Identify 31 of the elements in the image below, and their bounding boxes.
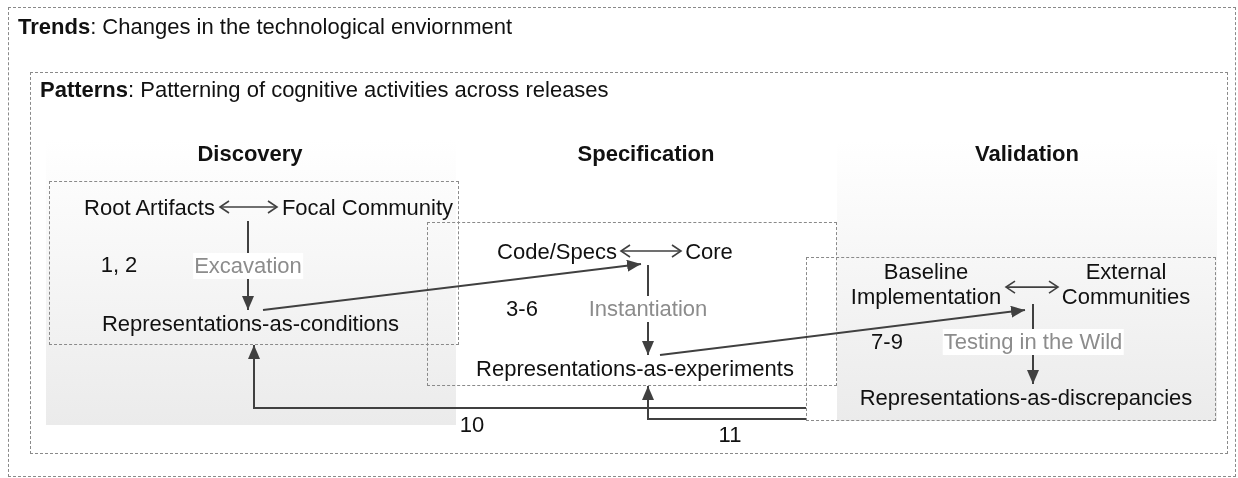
edge-label: Testing in the Wild: [942, 329, 1124, 355]
step-numbers: 1, 2: [100, 252, 138, 278]
edge-label: Instantiation: [587, 296, 709, 322]
arrow: [642, 385, 807, 420]
arrow: [219, 200, 278, 214]
frame-title: Patterns: Patterning of cognitive activities across releases: [40, 77, 609, 103]
edge-label: 11: [717, 422, 743, 448]
arrow: [248, 344, 807, 409]
edge-label: Excavation: [193, 253, 303, 279]
concept-label: Baseline Implementation: [846, 258, 1006, 310]
column-heading: Specification: [577, 141, 715, 167]
concept-label: Code/Specs: [493, 238, 621, 264]
column-heading: Discovery: [197, 141, 303, 167]
dashed-frame: [30, 72, 1228, 454]
arrow: [262, 259, 642, 311]
concept-label: Core: [681, 238, 737, 264]
dashed-frame: [8, 7, 1236, 477]
concept-label: External Communities: [1058, 258, 1194, 310]
concept-label: Representations-as-discrepancies: [854, 384, 1198, 410]
arrow: [659, 305, 1026, 356]
concept-label: Representations-as-conditions: [97, 310, 404, 336]
step-numbers: 7-9: [871, 329, 903, 355]
column-heading: Validation: [975, 141, 1079, 167]
step-numbers: 3-6: [506, 296, 538, 322]
arrow: [620, 244, 682, 258]
concept-label: Root Artifacts: [79, 194, 220, 220]
frame-title: Trends: Changes in the technological enviornment: [18, 14, 513, 40]
arrow: [1005, 280, 1059, 294]
concept-label: Focal Community: [277, 194, 458, 220]
edge-label: 10: [458, 412, 486, 438]
concept-label: Representations-as-experiments: [471, 355, 799, 381]
